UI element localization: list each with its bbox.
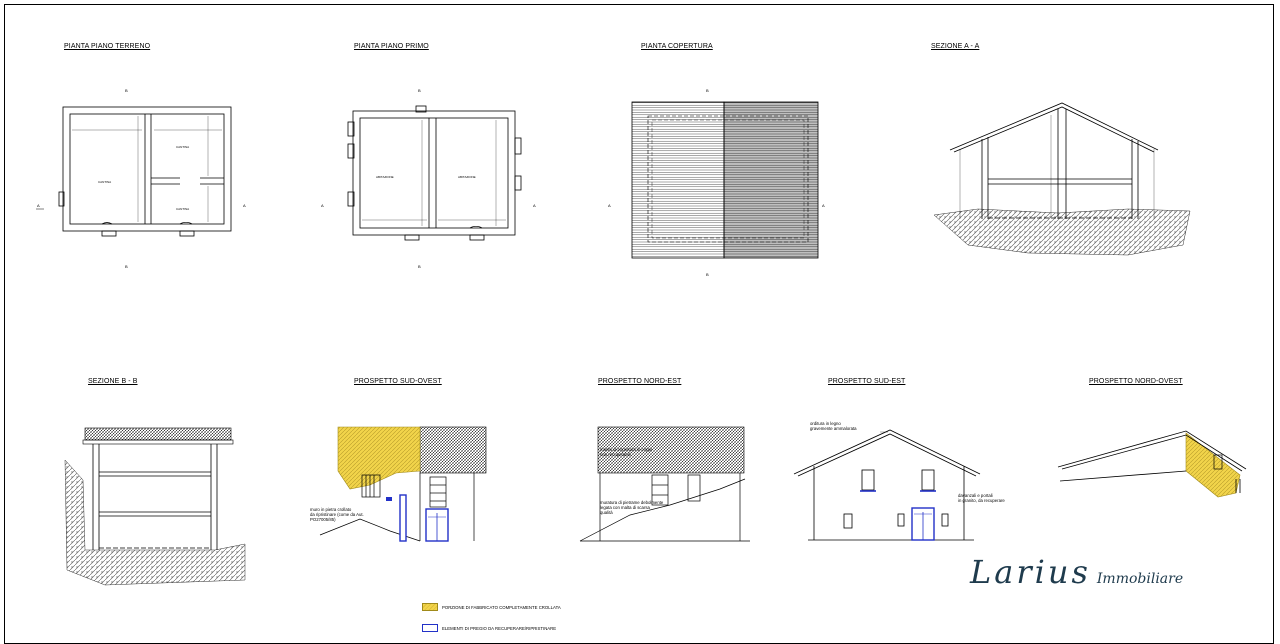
room-label-cantina-3: CANTINA (176, 207, 189, 211)
section-aa (933, 102, 1191, 256)
room-label-abitazione-1: ABITAZIONE (376, 175, 394, 179)
note-sw-wall-line-3: PO27005/85) (310, 517, 336, 522)
room-label-abitazione-2: ABITAZIONE (458, 175, 476, 179)
brand-name: Larius (970, 553, 1091, 591)
note-ne-wall: muratura di pietrame debolmente legata c… (600, 500, 663, 515)
note-sw-wall: muro in pietra crollato da ripristinare … (310, 507, 364, 522)
note-sw-wall-line-1: muro in pietra crollato (310, 507, 352, 512)
roof-plan: A A B B (608, 88, 825, 277)
note-sw-wall-line-2: da ripristinare (come da Aut. (310, 512, 364, 517)
note-se-door: davanzali e portali in granito, da recup… (958, 493, 1005, 503)
note-ne-wall-line-3: qualità (600, 510, 613, 515)
section-bb (64, 427, 246, 586)
section-marker-a-right: A (243, 203, 246, 208)
section-marker-b-top-ff: B (418, 88, 421, 93)
title-elev-se: PROSPETTO SUD-EST (828, 378, 906, 385)
elevation-sud-ovest (319, 426, 487, 542)
title-ground-floor: PIANTA PIANO TERRENO (64, 43, 151, 50)
title-first-floor: PIANTA PIANO PRIMO (354, 43, 429, 50)
note-ne-wall-line-1: muratura di pietrame debolmente (600, 500, 664, 505)
note-se-roof: orditura in legno gravemente ammalorata (810, 421, 857, 431)
note-ne-roof: manto di copertura in coppi non recupera… (600, 447, 652, 457)
title-roof: PIANTA COPERTURA (641, 43, 713, 50)
elevation-nord-ovest (1057, 430, 1247, 498)
title-elev-nw: PROSPETTO NORD-OVEST (1089, 378, 1183, 385)
first-floor-plan: ABITAZIONE ABITAZIONE A A B B (321, 88, 536, 269)
section-marker-a-left-roof: A (608, 203, 611, 208)
elevation-nord-est (579, 426, 750, 542)
section-marker-a-right-ff: A (533, 203, 536, 208)
legend-precious-label: ELEMENTI DI PREGIO DA RECUPERARE/RIPRIST… (442, 626, 557, 631)
section-marker-a-left-ff: A (321, 203, 324, 208)
room-label-cantina-1: CANTINA (98, 180, 111, 184)
note-se-door-line-1: davanzali e portali (958, 493, 993, 498)
note-ne-roof-line-1: manto di copertura in coppi (600, 447, 652, 452)
brand-logo: Larius Immobiliare (970, 553, 1183, 591)
brand-sub: Immobiliare (1096, 571, 1184, 587)
elevation-sud-est (793, 429, 981, 541)
note-se-roof-line-1: orditura in legno (810, 421, 841, 426)
section-marker-b-bottom-ff: B (418, 264, 421, 269)
ground-floor-plan: CANTINA CANTINA CANTINA A A B B (36, 88, 246, 269)
title-elev-sw: PROSPETTO SUD-OVEST (354, 378, 442, 385)
note-ne-wall-line-2: legata con malta di scarsa (600, 505, 650, 510)
room-label-cantina-2: CANTINA (176, 145, 189, 149)
legend-precious-swatch (422, 624, 438, 632)
legend-collapsed-swatch (422, 603, 438, 611)
note-se-roof-line-2: gravemente ammalorata (810, 426, 857, 431)
section-marker-a-right-roof: A (822, 203, 825, 208)
section-marker-b-top-roof: B (706, 88, 709, 93)
title-elev-ne: PROSPETTO NORD-EST (598, 378, 682, 385)
title-section-bb: SEZIONE B - B (88, 378, 138, 385)
legend-collapsed-label: PORZIONE DI FABBRICATO COMPLETAMENTE CRO… (442, 605, 561, 610)
section-marker-b-bottom: B (125, 264, 128, 269)
section-marker-a-left: A (37, 203, 40, 208)
section-marker-b-top: B (125, 88, 128, 93)
note-se-door-line-2: in granito, da recuperare (958, 498, 1005, 503)
section-marker-b-bottom-roof: B (706, 272, 709, 277)
title-section-aa: SEZIONE A - A (931, 43, 980, 50)
note-ne-roof-line-2: non recuperabili (600, 452, 631, 457)
